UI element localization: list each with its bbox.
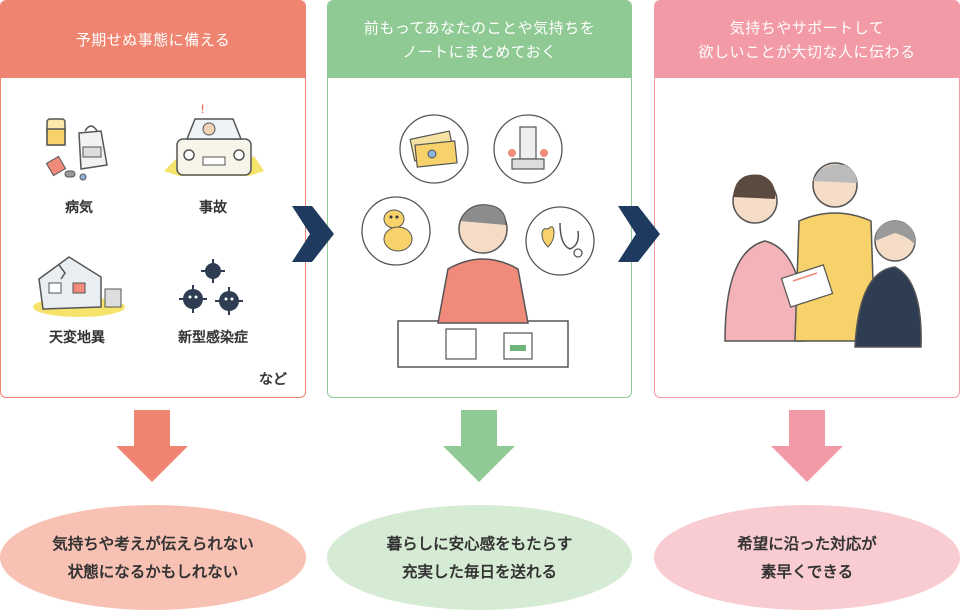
svg-text:!: ! bbox=[201, 102, 204, 116]
money-icon bbox=[399, 114, 469, 184]
result-line: 素早くできる bbox=[760, 562, 854, 581]
down-arrow-icon bbox=[771, 410, 843, 482]
grave-icon bbox=[493, 114, 563, 184]
stethoscope-icon bbox=[525, 206, 595, 276]
panel-header: 予期せぬ事態に備える bbox=[1, 1, 305, 78]
chevron-right-arrow-icon bbox=[292, 206, 334, 262]
panel-header: 前もってあなたのことや気持ちを ノートにまとめておく bbox=[328, 1, 631, 78]
etc-note: など bbox=[259, 372, 287, 388]
car-crash-icon: ! bbox=[164, 102, 264, 176]
item-label-disaster: 天変地異 bbox=[49, 330, 105, 346]
result-bubble-peace: 暮らしに安心感をもたらす 充実した毎日を送れる bbox=[327, 505, 632, 610]
panel-title-line: 予期せぬ事態に備える bbox=[75, 30, 231, 49]
panel-header: 気持ちやサポートして 欲しいことが大切な人に伝わる bbox=[655, 1, 959, 78]
virus-icon bbox=[179, 259, 243, 315]
down-arrow-icon bbox=[443, 410, 515, 482]
damaged-house-icon bbox=[33, 256, 125, 317]
thinking-man-icon bbox=[397, 204, 569, 368]
chevron-right-arrow-icon bbox=[618, 206, 660, 262]
result-line: 充実した毎日を送れる bbox=[401, 562, 557, 581]
item-label-accident: 事故 bbox=[199, 200, 227, 216]
result-line: 気持ちや考えが伝えられない bbox=[52, 534, 254, 553]
panel-title-line: 欲しいことが大切な人に伝わる bbox=[698, 42, 916, 61]
family-conversation-icon bbox=[724, 162, 922, 348]
item-label-illness: 病気 bbox=[65, 200, 93, 216]
medicine-icon bbox=[45, 118, 108, 181]
item-label-virus: 新型感染症 bbox=[178, 330, 248, 346]
panel-note: 前もってあなたのことや気持ちを ノートにまとめておく bbox=[327, 0, 632, 398]
panel-title-line: 気持ちやサポートして bbox=[729, 18, 885, 37]
panel-prepare: 予期せぬ事態に備える 病気 ! 事故 天変地異 bbox=[0, 0, 306, 398]
panel-title-line: ノートにまとめておく bbox=[402, 42, 557, 61]
panel-communicate: 気持ちやサポートして 欲しいことが大切な人に伝わる bbox=[654, 0, 960, 398]
down-arrow-icon bbox=[116, 410, 188, 482]
result-line: 希望に沿った対応が bbox=[737, 534, 877, 553]
result-line: 暮らしに安心感をもたらす bbox=[386, 534, 573, 553]
result-line: 状態になるかもしれない bbox=[67, 562, 239, 581]
panel-title-line: 前もってあなたのことや気持ちを bbox=[363, 18, 596, 37]
dog-icon bbox=[361, 196, 431, 266]
result-bubble-risk: 気持ちや考えが伝えられない 状態になるかもしれない bbox=[0, 505, 306, 610]
result-bubble-response: 希望に沿った対応が 素早くできる bbox=[654, 505, 960, 610]
